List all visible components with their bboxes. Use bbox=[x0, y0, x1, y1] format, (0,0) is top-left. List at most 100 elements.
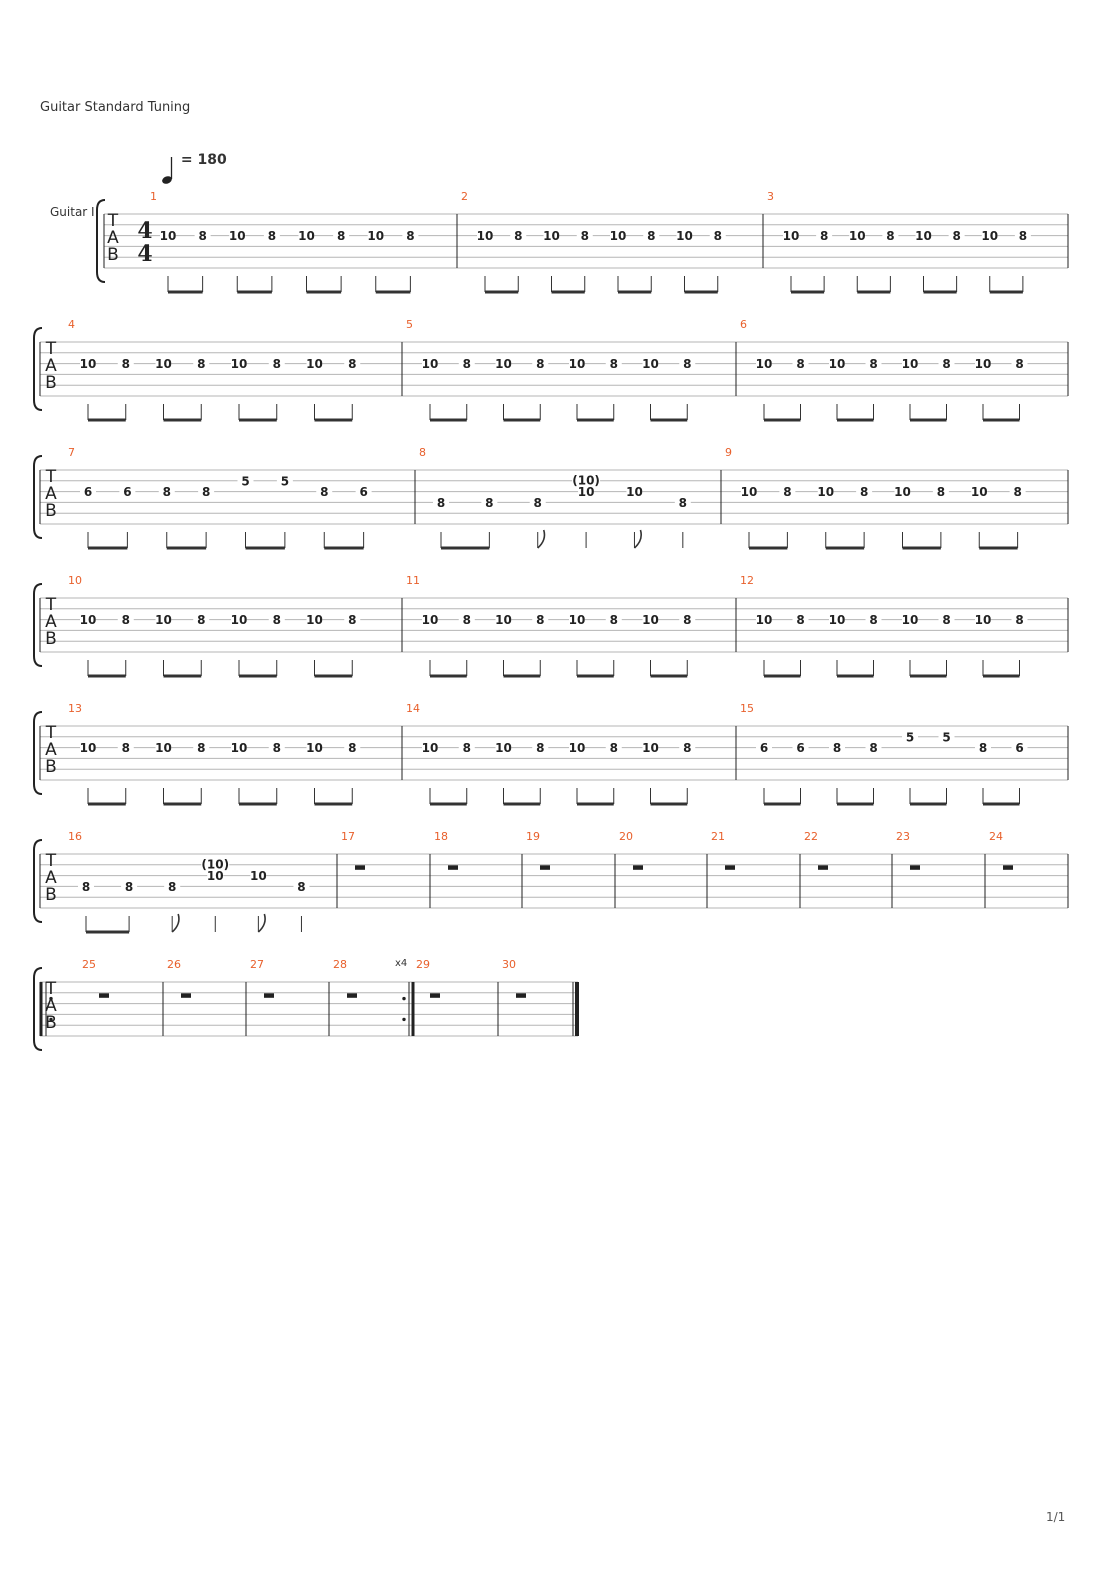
fret-bg bbox=[829, 613, 845, 626]
measure-number: 21 bbox=[711, 830, 725, 843]
fret-number: 10 bbox=[642, 613, 659, 627]
fret-bg bbox=[250, 869, 267, 882]
fret-bg bbox=[569, 613, 585, 626]
fret-number: 8 bbox=[869, 741, 877, 755]
repeat-dot bbox=[49, 1017, 53, 1022]
fret-number: 10 bbox=[902, 357, 919, 371]
fret-number: 8 bbox=[833, 741, 841, 755]
fret-number: 10 bbox=[971, 485, 988, 499]
fret-bg bbox=[193, 357, 210, 370]
fret-number: 8 bbox=[536, 357, 544, 371]
half-rest bbox=[633, 865, 643, 870]
fret-number: 8 bbox=[581, 229, 589, 243]
tab-clef-letter: B bbox=[45, 629, 57, 649]
fret-bg bbox=[605, 613, 622, 626]
fret-bg bbox=[642, 741, 659, 754]
fret-bg bbox=[231, 357, 247, 370]
fret-number: 6 bbox=[84, 485, 92, 499]
fret-number: 10 bbox=[829, 357, 846, 371]
fret-number: 10 bbox=[626, 485, 643, 499]
fret-bg bbox=[495, 613, 512, 626]
half-rest bbox=[355, 865, 365, 870]
instrument-label: Guitar I bbox=[50, 205, 95, 219]
fret-bg bbox=[477, 229, 493, 242]
fret-number: 10 bbox=[250, 869, 267, 883]
system-bracket bbox=[96, 199, 106, 283]
fret-bg bbox=[975, 613, 991, 626]
fret-bg bbox=[1011, 613, 1028, 626]
fret-bg bbox=[779, 485, 796, 498]
half-rest bbox=[181, 993, 191, 998]
half-rest bbox=[910, 865, 920, 870]
half-rest bbox=[516, 993, 526, 998]
fret-number: 8 bbox=[536, 613, 544, 627]
note-flag bbox=[537, 529, 546, 549]
fret-bg bbox=[80, 741, 96, 754]
ghost-bg bbox=[201, 857, 230, 870]
fret-bg bbox=[981, 229, 998, 242]
fret-bg bbox=[610, 229, 626, 242]
fret-bg bbox=[756, 357, 772, 370]
fret-bg bbox=[783, 229, 799, 242]
measure-number: 5 bbox=[406, 318, 413, 331]
fret-bg bbox=[510, 229, 527, 242]
tab-clef-letter: T bbox=[45, 595, 57, 615]
fret-number: 10 bbox=[367, 229, 384, 243]
measure-number: 15 bbox=[740, 702, 754, 715]
system-bracket bbox=[33, 327, 43, 411]
fret-bg bbox=[938, 613, 955, 626]
fret-bg bbox=[121, 880, 138, 893]
fret-bg bbox=[207, 869, 224, 882]
measure-number: 20 bbox=[619, 830, 633, 843]
measure-number: 10 bbox=[68, 574, 82, 587]
fret-bg bbox=[495, 357, 512, 370]
fret-bg bbox=[938, 357, 955, 370]
fret-number: 8 bbox=[202, 485, 210, 499]
fret-number: 8 bbox=[437, 496, 445, 510]
measure-number: 18 bbox=[434, 830, 448, 843]
fret-bg bbox=[674, 496, 691, 509]
tab-clef-letter: A bbox=[45, 612, 57, 632]
note-flag bbox=[257, 913, 266, 933]
tab-clef-letter: T bbox=[45, 979, 57, 999]
fret-number: 8 bbox=[714, 229, 722, 243]
ghost-fret-number: (10) bbox=[572, 474, 600, 488]
fret-number: 8 bbox=[796, 357, 804, 371]
fret-bg bbox=[642, 613, 659, 626]
fret-number: 10 bbox=[741, 485, 758, 499]
tuning-label: Guitar Standard Tuning bbox=[40, 100, 191, 115]
tab-clef-letter: T bbox=[45, 851, 57, 871]
tempo-bpm: 180 bbox=[197, 152, 227, 168]
fret-number: 8 bbox=[610, 741, 618, 755]
fret-number: 8 bbox=[485, 496, 493, 510]
measure-number: 29 bbox=[416, 958, 430, 971]
measure-number: 16 bbox=[68, 830, 82, 843]
measure-number: 27 bbox=[250, 958, 264, 971]
fret-number: 10 bbox=[306, 613, 323, 627]
measure-number: 17 bbox=[341, 830, 355, 843]
fret-bg bbox=[756, 613, 772, 626]
repeat-dot bbox=[402, 996, 406, 1001]
fret-number: 8 bbox=[1015, 613, 1023, 627]
fret-number: 10 bbox=[80, 741, 97, 755]
half-rest bbox=[448, 865, 458, 870]
tab-clef-letter: A bbox=[45, 356, 57, 376]
fret-bg bbox=[532, 357, 549, 370]
fret-bg bbox=[80, 613, 96, 626]
fret-bg bbox=[626, 485, 643, 498]
fret-number: 8 bbox=[979, 741, 987, 755]
fret-bg bbox=[117, 357, 134, 370]
fret-number: 10 bbox=[642, 357, 659, 371]
fret-number: 8 bbox=[647, 229, 655, 243]
fret-bg bbox=[276, 474, 293, 487]
fret-number: 10 bbox=[306, 741, 323, 755]
fret-number: 8 bbox=[273, 613, 281, 627]
fret-number: 8 bbox=[268, 229, 276, 243]
note-flag bbox=[633, 529, 643, 549]
fret-number: 8 bbox=[463, 613, 471, 627]
fret-number: 8 bbox=[406, 229, 414, 243]
note-flag bbox=[171, 913, 180, 933]
fret-number: 10 bbox=[229, 229, 246, 243]
fret-number: 10 bbox=[902, 613, 919, 627]
fret-number: 6 bbox=[123, 485, 131, 499]
